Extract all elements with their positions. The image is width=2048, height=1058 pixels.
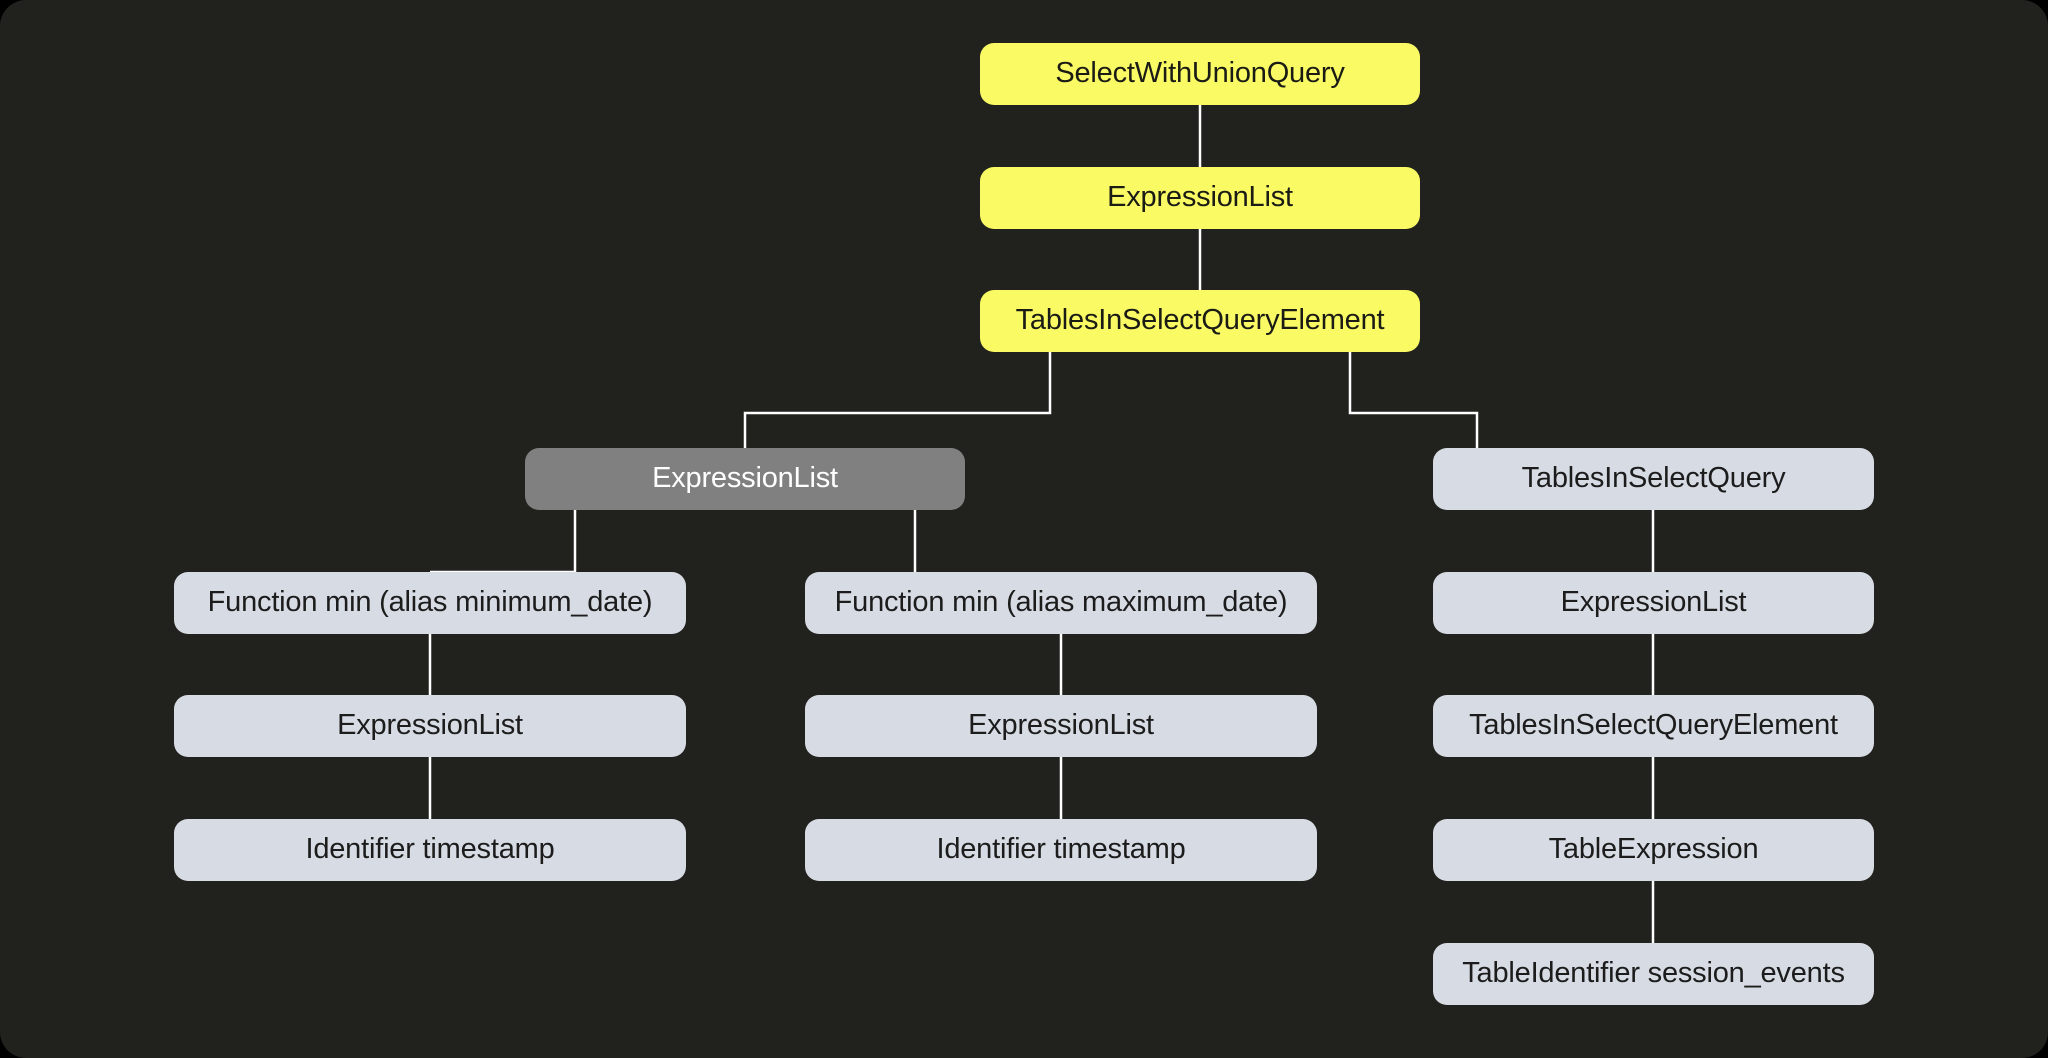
node-tables-in-select-query-element-right[interactable]: TablesInSelectQueryElement (1433, 695, 1874, 757)
node-expression-list-root[interactable]: ExpressionList (980, 167, 1420, 229)
node-label: Identifier timestamp (936, 833, 1186, 866)
node-label: TablesInSelectQueryElement (1015, 304, 1385, 337)
node-identifier-timestamp-middle[interactable]: Identifier timestamp (805, 819, 1317, 881)
edge-tables-in-select-query-element-root-to-expression-list-selected (743, 352, 1052, 448)
node-select-with-union-query[interactable]: SelectWithUnionQuery (980, 43, 1420, 105)
node-label: TablesInSelectQueryElement (1469, 709, 1838, 742)
edge-tables-in-select-query-element-root-to-tables-in-select-query (1348, 352, 1479, 448)
node-expression-list-right[interactable]: ExpressionList (1433, 572, 1874, 634)
node-label: TablesInSelectQuery (1521, 462, 1786, 495)
node-expression-list-selected[interactable]: ExpressionList (525, 448, 965, 510)
node-label: ExpressionList (337, 709, 523, 742)
node-tables-in-select-query-element-root[interactable]: TablesInSelectQueryElement (980, 290, 1420, 352)
node-expression-list-left[interactable]: ExpressionList (174, 695, 686, 757)
node-tables-in-select-query[interactable]: TablesInSelectQuery (1433, 448, 1874, 510)
node-function-min-maximum-date[interactable]: Function min (alias maximum_date) (805, 572, 1317, 634)
node-label: Function min (alias minimum_date) (207, 586, 653, 619)
node-table-identifier-session-events[interactable]: TableIdentifier session_events (1433, 943, 1874, 1005)
node-function-min-minimum-date[interactable]: Function min (alias minimum_date) (174, 572, 686, 634)
node-label: ExpressionList (1107, 181, 1293, 214)
node-label: Function min (alias maximum_date) (834, 586, 1288, 619)
node-identifier-timestamp-left[interactable]: Identifier timestamp (174, 819, 686, 881)
node-label: ExpressionList (968, 709, 1154, 742)
node-label: TableExpression (1548, 833, 1759, 866)
node-label: ExpressionList (1560, 586, 1747, 619)
node-label: Identifier timestamp (305, 833, 555, 866)
node-label: TableIdentifier session_events (1462, 957, 1845, 990)
node-expression-list-middle[interactable]: ExpressionList (805, 695, 1317, 757)
edge-expression-list-selected-to-function-min-minimum-date (430, 510, 577, 574)
node-label: SelectWithUnionQuery (1055, 57, 1345, 90)
node-table-expression[interactable]: TableExpression (1433, 819, 1874, 881)
node-label: ExpressionList (652, 462, 838, 495)
